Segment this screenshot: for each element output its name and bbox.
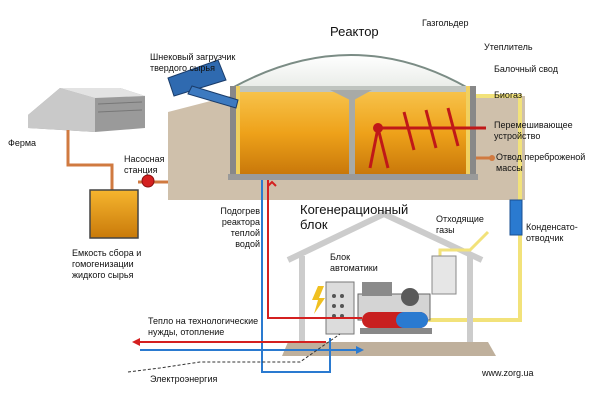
label-cogeneration: Когенерационный блок	[300, 202, 409, 232]
label-reactor-heating: Подогрев реактора теплой водой	[220, 206, 260, 249]
pump-icon	[141, 174, 155, 188]
label-gasholder: Газгольдер	[422, 18, 469, 28]
center-column-cap	[330, 90, 372, 100]
electricity-line	[127, 333, 341, 373]
beam-vault	[232, 86, 474, 92]
label-mixer: Перемешивающее устройство	[494, 120, 573, 141]
label-biogas: Биогаз	[494, 90, 523, 100]
center-column	[349, 98, 355, 174]
label-condensate-trap: Конденсато- отводчик	[526, 222, 578, 243]
insulation-left	[236, 86, 240, 176]
reactor	[228, 54, 478, 180]
cogeneration-house	[282, 210, 496, 356]
label-digestate-outlet: Отвод переброженой массы	[496, 152, 586, 173]
screw-loader	[167, 59, 239, 109]
label-electricity: Электроэнергия	[150, 374, 218, 384]
farm-building	[28, 88, 145, 132]
reactor-wall-left	[230, 86, 236, 176]
label-screw-loader: Шнековый загрузчик твердого сырья	[150, 52, 236, 73]
label-website: www.zorg.ua	[482, 368, 534, 378]
label-automation: Блок автоматики	[330, 252, 378, 273]
process-heat-pipes	[132, 338, 364, 354]
insulation-right	[466, 86, 470, 176]
reactor-wall-right	[470, 86, 476, 176]
collection-tank	[89, 189, 139, 239]
heating-pipes	[261, 180, 362, 373]
label-pump-station: Насосная станция	[124, 154, 165, 175]
gasholder-dome	[231, 54, 472, 89]
label-collection-tank: Емкость сбора и гомогенизации жидкого сы…	[72, 248, 142, 280]
reactor-floor	[228, 174, 478, 180]
lightning-icon	[312, 286, 325, 314]
label-process-heat: Тепло на технологические нужды, отоплени…	[148, 316, 259, 337]
heat-exchanger	[360, 312, 432, 334]
digestate-outlet	[489, 155, 495, 161]
label-beam-vault: Балочный свод	[494, 64, 558, 74]
condensate-trap	[509, 199, 523, 236]
label-insulation: Утеплитель	[484, 42, 533, 52]
mixer	[368, 107, 486, 169]
automation-cabinet	[312, 281, 355, 335]
gas-pipe	[420, 94, 522, 322]
label-reactor: Реактор	[330, 24, 379, 39]
label-exhaust: Отходящие газы	[436, 214, 484, 235]
label-farm: Ферма	[8, 138, 37, 148]
